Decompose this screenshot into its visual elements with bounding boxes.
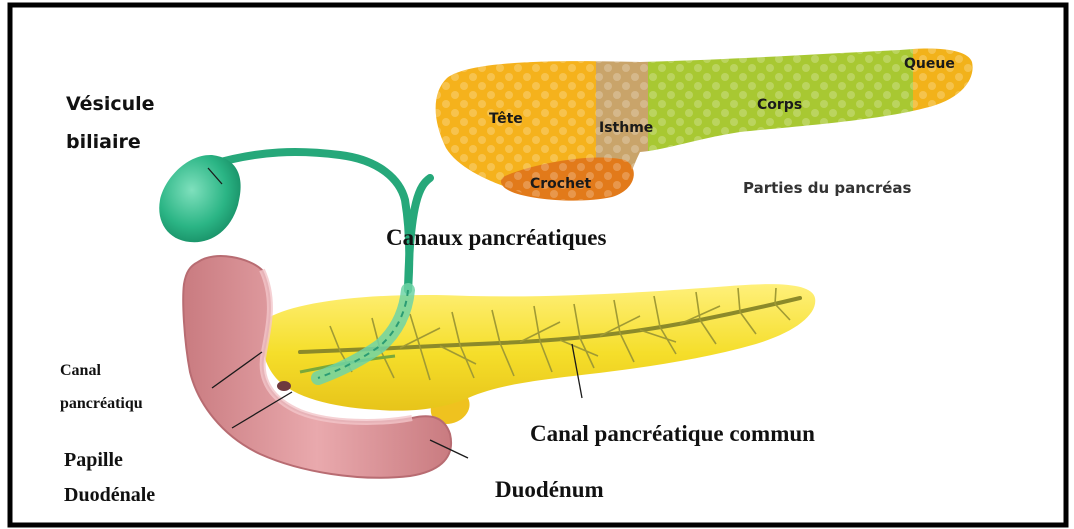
label-isthmus: Isthme [599,120,653,136]
label-pancreatic-ducts: Canaux pancréatiques [386,225,606,250]
label-common-duct: Canal pancréatique commun [530,421,815,446]
label-papilla-2: Duodénale [64,484,155,506]
label-duct-2: pancréatiqu [60,395,143,412]
gallbladder [159,155,240,242]
label-hook: Crochet [530,176,592,192]
pancreas-parts-illustration: Tête Isthme Corps Queue Crochet Parties … [436,49,973,201]
label-head: Tête [489,111,523,127]
main-pancreas [262,284,816,424]
label-duct-1: Canal [60,362,101,379]
duodenal-papilla [277,381,291,391]
label-gallbladder-1: Vésicule [66,93,155,115]
label-tail: Queue [904,56,955,72]
label-duodenum: Duodénum [495,477,604,502]
label-body: Corps [757,97,802,113]
pancreas-parts-caption: Parties du pancréas [743,179,912,197]
pancreas-main-body [262,284,816,410]
label-papilla-1: Papille [64,449,123,471]
label-gallbladder-2: biliaire [66,131,141,153]
